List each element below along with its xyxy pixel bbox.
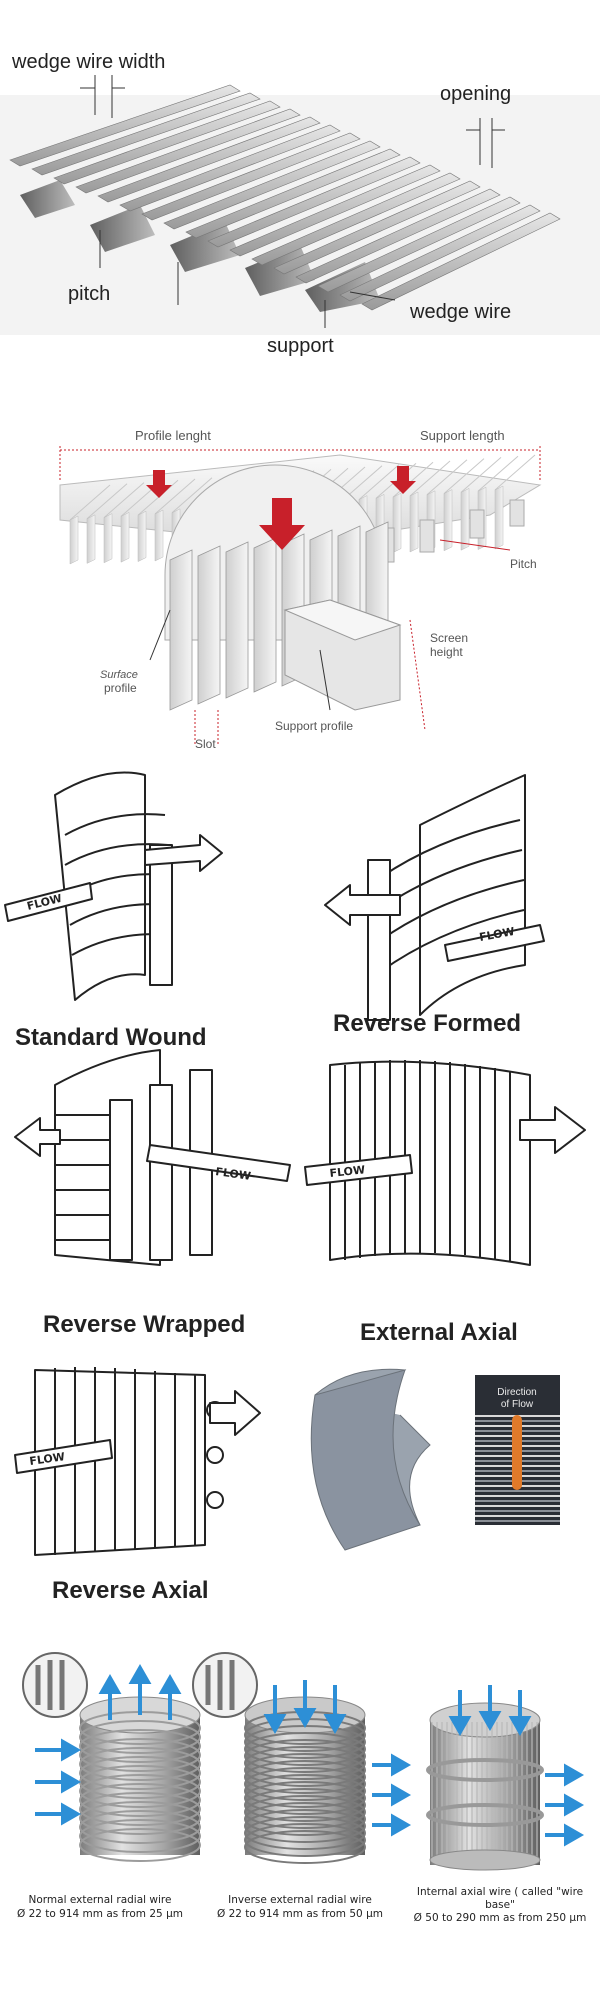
external-axial-illustration	[304, 1060, 586, 1266]
reverse-formed-illustration	[324, 774, 545, 1021]
support-profile-label: Support profile	[275, 719, 353, 733]
normal-external-radial-cylinder	[22, 1652, 201, 1862]
screen-height-label-2: height	[430, 645, 463, 659]
flow-label-external-axial: FLOW	[329, 1163, 366, 1180]
reverse-axial-title: Reverse Axial	[52, 1577, 209, 1604]
inverse-external-caption-2: Ø 22 to 914 mm as from 50 µm	[217, 1908, 383, 1920]
wedge-wire-label: wedge wire	[409, 301, 511, 323]
wire-screen-types-panel: Normal external radial wire Ø 22 to 914 …	[0, 1610, 600, 2000]
direction-of-flow-label-2: of Flow	[501, 1399, 534, 1410]
support-label: support	[267, 335, 334, 357]
curved-screen-sheet	[310, 1368, 431, 1551]
surface-profile-label-1: Surface	[100, 669, 138, 681]
wedge-wire-width-label: wedge wire width	[11, 51, 165, 73]
internal-axial-caption-2: base"	[485, 1899, 515, 1911]
screen-height-label-1: Screen	[430, 631, 468, 645]
standard-wound-illustration	[4, 771, 223, 1001]
pitch-label: pitch	[68, 283, 110, 305]
pitch-label-2: Pitch	[510, 557, 537, 571]
surface-profile-label-2: profile	[104, 681, 137, 695]
normal-external-caption-2: Ø 22 to 914 mm as from 25 µm	[17, 1908, 183, 1920]
flow-direction-indicator	[512, 1415, 522, 1490]
wedge-wire-grid-panel: wedge wire width opening pitch wedge wir…	[0, 0, 600, 360]
external-axial-title: External Axial	[360, 1319, 518, 1346]
profile-length-label: Profile lenght	[135, 428, 211, 443]
internal-axial-cylinder	[426, 1702, 544, 1871]
reverse-axial-illustration	[14, 1367, 261, 1556]
load-arrows	[146, 466, 416, 550]
standard-wound-title: Standard Wound	[15, 1024, 207, 1051]
reverse-wrapped-title: Reverse Wrapped	[43, 1311, 245, 1338]
internal-axial-caption-3: Ø 50 to 290 mm as from 250 µm	[414, 1912, 587, 1924]
inverse-external-caption-1: Inverse external radial wire	[228, 1894, 372, 1906]
internal-axial-caption-1: Internal axial wire ( called "wire	[417, 1886, 583, 1898]
opening-label: opening	[440, 83, 511, 105]
slot-label: Slot	[195, 737, 216, 751]
flow-label-reverse-wrapped: FLOW	[215, 1165, 252, 1183]
inverse-external-radial-cylinder	[192, 1652, 366, 1864]
support-length-label: Support length	[420, 428, 505, 443]
direction-of-flow-panel: Direction of Flow	[475, 1375, 560, 1525]
reverse-formed-title: Reverse Formed	[333, 1010, 521, 1037]
wedge-wire-bars	[9, 84, 561, 311]
flow-label-reverse-axial: FLOW	[29, 1450, 66, 1468]
normal-external-caption-1: Normal external radial wire	[29, 1894, 172, 1906]
direction-of-flow-label-1: Direction	[497, 1387, 536, 1398]
flow-arrows-blue	[35, 1663, 585, 1847]
profile-diagram-panel: Profile lenght Support length Pitch Scre…	[0, 410, 600, 755]
flow-label-reverse-formed: FLOW	[478, 925, 515, 944]
flow-types-panel: Standard Wound Reverse Formed Reverse Wr…	[0, 755, 600, 1610]
reverse-wrapped-illustration	[14, 1049, 291, 1266]
